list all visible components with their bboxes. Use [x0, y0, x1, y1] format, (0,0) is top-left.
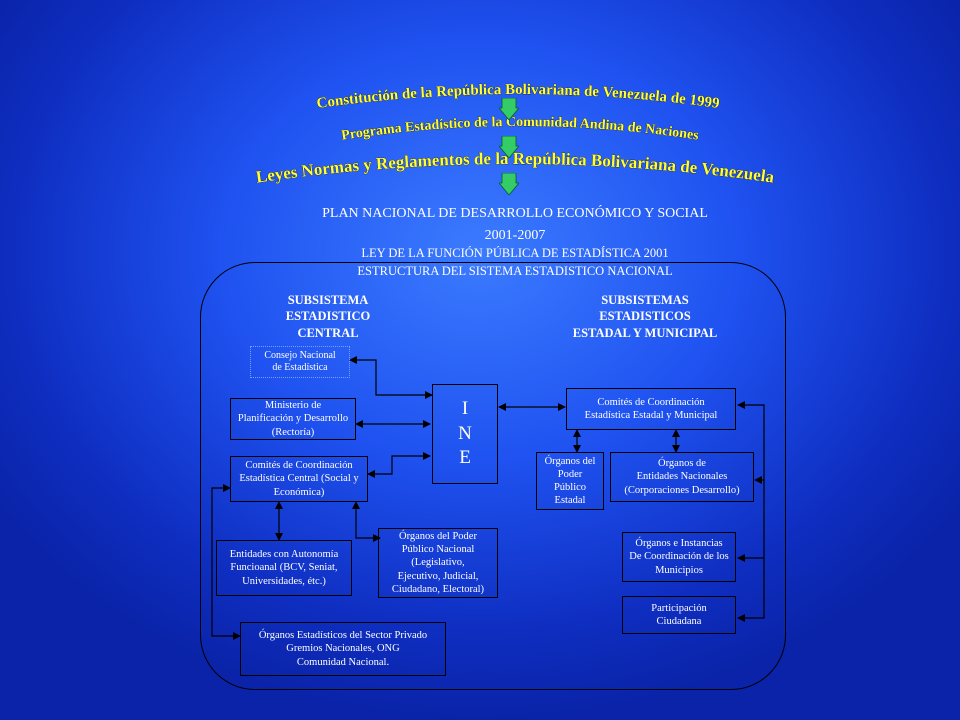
down-arrow-icon: [499, 98, 519, 120]
box-sector-privado: Órganos Estadísticos del Sector Privado …: [240, 622, 446, 676]
down-arrow-icon: [499, 173, 519, 195]
down-arrow-icon: [499, 136, 519, 158]
box-comites-estadal: Comités de Coordinación Estadística Esta…: [566, 388, 736, 430]
box-consejo-nacional: Consejo Nacional de Estadística: [250, 346, 350, 378]
box-participacion: Participación Ciudadana: [622, 596, 736, 634]
structure-title: ESTRUCTURA DEL SISTEMA ESTADISTICO NACIO…: [357, 264, 673, 278]
left-heading: SUBSISTEMA ESTADISTICO CENTRAL: [285, 293, 371, 340]
box-ministerio: Ministerio de Planificación y Desarrollo…: [230, 398, 356, 440]
ine-letter: E: [459, 447, 471, 469]
box-organos-entidades: Órganos de Entidades Nacionales (Corpora…: [610, 452, 754, 502]
ine-letter: N: [458, 422, 472, 444]
banner-programa: Programa Estadístico de la Comunidad And…: [340, 115, 700, 144]
law-title: LEY DE LA FUNCIÓN PÚBLICA DE ESTADÍSTICA…: [361, 246, 669, 260]
plan-title: PLAN NACIONAL DE DESARROLLO ECONÓMICO Y …: [322, 206, 708, 221]
box-organos-poder-estadal: Órganos del Poder Público Estadal: [536, 452, 604, 510]
plan-years: 2001-2007: [484, 228, 546, 243]
box-organos-instancias: Órganos e Instancias De Coordinación de …: [622, 532, 736, 582]
box-comites-central: Comités de Coordinación Estadística Cent…: [230, 456, 368, 502]
box-ine: I N E: [432, 384, 498, 484]
right-heading: SUBSISTEMAS ESTADISTICOS ESTADAL Y MUNIC…: [572, 293, 718, 340]
box-organos-poder-nacional: Órganos del Poder Público Nacional (Legi…: [378, 528, 498, 598]
system-frame: [200, 262, 786, 690]
banner-constitucion: Constitución de la República Bolivariana…: [315, 82, 720, 113]
box-entidades-autonomia: Entidades con Autonomía Funcioanal (BCV,…: [216, 540, 352, 596]
ine-letter: I: [461, 397, 469, 419]
